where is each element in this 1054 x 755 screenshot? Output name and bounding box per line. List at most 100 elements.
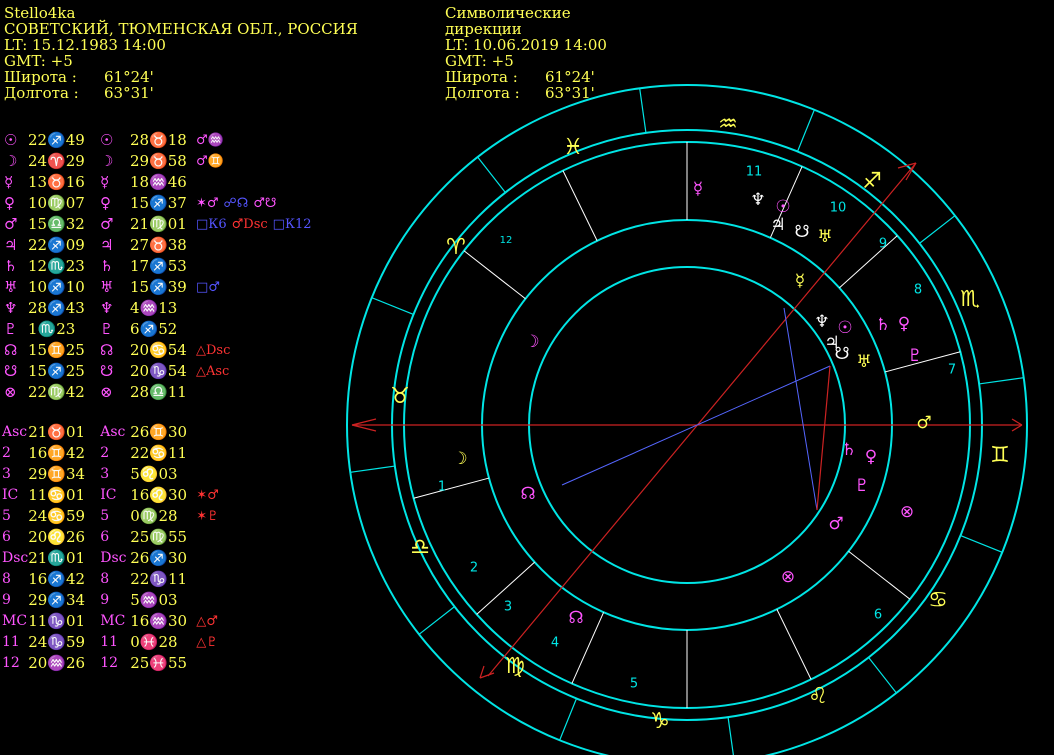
planet-directed-position: 15♐37: [130, 194, 187, 212]
sign-boundary-tick: [919, 215, 956, 244]
planet-natal-position: 22♍42: [28, 383, 85, 401]
planet-directed-glyph: ♇: [100, 320, 114, 338]
house-directed-glyph: 3: [100, 466, 110, 482]
planet-natal-glyph: ♃: [4, 236, 18, 254]
wheel-planet-glyph[interactable]: ♆: [750, 190, 765, 210]
wheel-planet-glyph[interactable]: ☿: [693, 179, 703, 199]
natal-longitude-label: Долгота :: [4, 84, 79, 102]
natal-latitude-label: Широта :: [4, 68, 77, 86]
aspect-label: □К12: [272, 217, 312, 232]
planet-aspects: ♂♊: [190, 151, 317, 172]
house-cusp-line: [562, 170, 598, 241]
wheel-planet-glyph[interactable]: ♅: [817, 227, 832, 247]
house-directed-position: 16♒30: [130, 612, 188, 630]
planet-row[interactable]: ♀10♍07♀15♐37✶♂☍☊♂☋: [4, 193, 317, 214]
house-natal-position: 21♏01: [28, 549, 86, 567]
aspect-line-blue-2: [783, 307, 818, 511]
wheel-planet-glyph[interactable]: ♃: [770, 215, 785, 235]
sign-boundary-tick: [796, 109, 815, 152]
zodiac-outer-circle: [346, 84, 1028, 755]
planet-row[interactable]: ♅10♐10♅15♐39□♂: [4, 277, 317, 298]
wheel-planet-glyph[interactable]: ☋: [794, 222, 809, 242]
house-number-label: 5: [630, 677, 638, 692]
wheel-planet-glyph[interactable]: ♀: [865, 447, 877, 467]
planet-row[interactable]: ☿13♉16☿18♒46: [4, 172, 317, 193]
wheel-planet-glyph[interactable]: ♃: [824, 333, 839, 353]
planet-directed-glyph: ♂: [100, 215, 114, 233]
planet-row[interactable]: ♄12♏23♄17♐53: [4, 256, 317, 277]
aspect-label: ☍☊: [223, 196, 249, 211]
wheel-planet-glyph[interactable]: ☉: [775, 197, 790, 217]
aspect-label: ♂♒: [196, 133, 224, 148]
house-natal-glyph: 8: [2, 571, 11, 587]
house-directed-position: 0♓28: [130, 633, 178, 651]
planet-directed-glyph: ☽: [100, 152, 114, 170]
wheel-planet-glyph[interactable]: ♇: [854, 476, 869, 496]
planet-row[interactable]: ☽24♈29☽29♉58♂♊: [4, 151, 317, 172]
wheel-planet-glyph[interactable]: ♂: [828, 514, 843, 534]
sign-boundary-tick: [979, 377, 1024, 385]
planet-natal-position: 10♍07: [28, 194, 85, 212]
planet-row[interactable]: ☉22♐49☉28♉18♂♒: [4, 130, 317, 151]
planet-row[interactable]: ♆28♐43♆4♒13: [4, 298, 317, 319]
wheel-planet-glyph[interactable]: ♄: [875, 315, 890, 335]
planet-directed-glyph: ☋: [100, 362, 114, 380]
wheel-planet-glyph[interactable]: ☽: [524, 332, 539, 352]
planet-row[interactable]: ♃22♐09♃27♉38: [4, 235, 317, 256]
wheel-planet-glyph[interactable]: ⊗: [900, 502, 914, 522]
aspect-label: □К6: [196, 217, 227, 232]
planet-directed-position: 29♉58: [130, 152, 187, 170]
wheel-planet-glyph[interactable]: ⊗: [781, 567, 795, 587]
wheel-planet-glyph[interactable]: ☊: [568, 608, 583, 628]
wheel-planet-glyph[interactable]: ♇: [907, 346, 922, 366]
sign-boundary-tick: [418, 606, 455, 635]
house-natal-glyph: 5: [2, 508, 11, 524]
wheel-planet-glyph[interactable]: ♀: [898, 314, 910, 334]
planet-row[interactable]: ☊15♊25☊20♋54△Dsc: [4, 340, 317, 361]
wheel-planet-glyph[interactable]: ☿: [795, 271, 805, 291]
planet-directed-position: 18♒46: [130, 173, 187, 191]
wheel-planet-glyph[interactable]: ♆: [814, 312, 829, 332]
zodiac-sign-glyph: ♈: [446, 235, 466, 260]
house-natal-glyph: 9: [2, 592, 11, 608]
planet-row[interactable]: ☋15♐25☋20♑54△Asc: [4, 361, 317, 382]
zodiac-sign-glyph: ♌: [808, 684, 828, 709]
wheel-planet-glyph[interactable]: ♂: [916, 413, 931, 433]
planet-natal-position: 28♐43: [28, 299, 85, 317]
house-aspects: △♇: [190, 632, 224, 653]
house-directed-glyph: 6: [100, 529, 110, 545]
house-natal-position: 21♉01: [28, 423, 86, 441]
planet-row[interactable]: ♇1♏23♇6♐52: [4, 319, 317, 340]
planet-directed-position: 21♍01: [130, 215, 187, 233]
house-natal-position: 24♑59: [28, 633, 86, 651]
wheel-planet-glyph[interactable]: ☊: [520, 484, 535, 504]
natal-name: Stello4ka: [4, 4, 76, 22]
planet-row[interactable]: ⊗22♍42⊗28♎11: [4, 382, 317, 403]
wheel-planet-glyph[interactable]: ☉: [837, 318, 852, 338]
house-number-label: 1: [438, 480, 446, 495]
planet-natal-glyph: ♀: [4, 194, 15, 212]
house-number-label: 10: [830, 201, 847, 216]
planet-natal-position: 10♐10: [28, 278, 85, 296]
sign-boundary-tick: [350, 465, 395, 473]
planet-row[interactable]: ♂15♎32♂21♍01□К6♂Dsc□К12: [4, 214, 317, 235]
wheel-planet-glyph[interactable]: ♄: [841, 440, 856, 460]
wheel-planet-glyph[interactable]: ☽: [452, 449, 467, 469]
house-natal-position: 29♐34: [28, 591, 86, 609]
planet-directed-position: 20♑54: [130, 362, 187, 380]
wheel-planet-glyph[interactable]: ♅: [856, 352, 871, 372]
wheel-planet-glyph[interactable]: ☋: [834, 344, 849, 364]
